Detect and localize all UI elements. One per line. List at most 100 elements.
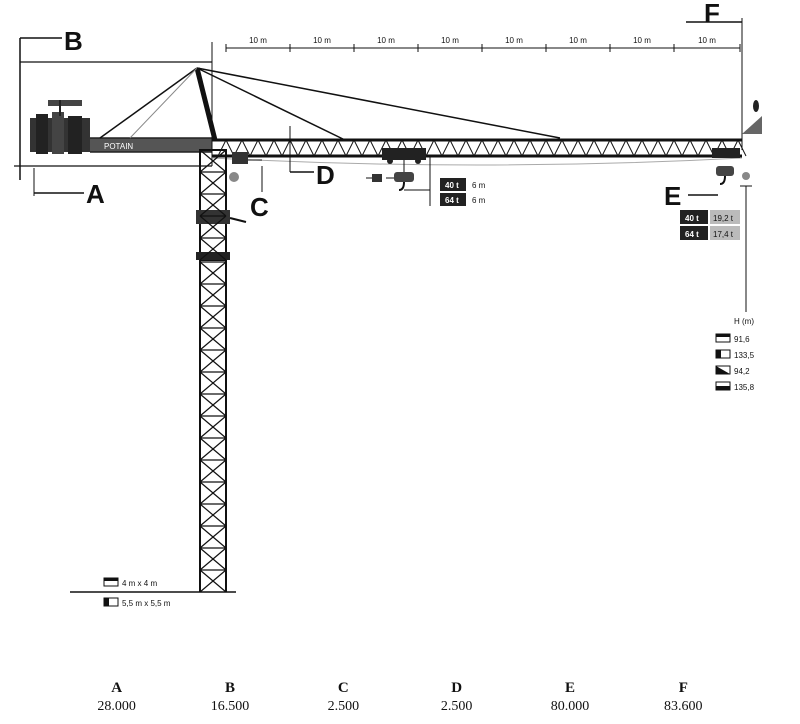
base-option: 4 m x 4 m (122, 579, 157, 588)
truss-brace (329, 139, 339, 157)
truss-brace (641, 139, 651, 157)
mast-brace (199, 503, 227, 527)
load-value: 40 t (685, 214, 699, 223)
truss-brace (473, 139, 483, 157)
truss-brace (513, 139, 523, 157)
truss-brace (569, 139, 579, 157)
mast-brace (199, 283, 227, 307)
dimension-key: D (451, 680, 463, 696)
truss-brace (281, 139, 291, 157)
mast-brace (199, 415, 227, 439)
counter-jib: POTAIN (30, 100, 212, 154)
mast-brace (199, 171, 227, 195)
truss-brace (353, 139, 363, 157)
truss-brace (289, 139, 299, 157)
capacity-value: 19,2 t (713, 214, 734, 223)
truss-brace (305, 139, 315, 157)
truss-brace (737, 139, 747, 157)
dimension-value: 80.000 (550, 699, 590, 714)
truss-brace (537, 139, 547, 157)
truss-brace (265, 139, 275, 157)
trolley-tip (712, 148, 740, 158)
dimension-col-a: A 28.000 (60, 678, 173, 716)
truss-brace (217, 139, 227, 157)
mast-brace (199, 547, 227, 571)
segment-label: 10 m (313, 36, 331, 45)
truss-brace (465, 139, 475, 157)
height-value: 133,5 (734, 351, 755, 360)
truss-brace (593, 139, 603, 157)
tower-mast (196, 149, 247, 593)
dimension-value: 2.500 (440, 699, 473, 714)
truss-brace (297, 139, 307, 157)
segment-label: 10 m (569, 36, 587, 45)
base-legend: 4 m x 4 m 5,5 m x 5,5 m (70, 577, 236, 608)
truss-brace (625, 139, 635, 157)
label-f: F (704, 0, 720, 28)
truss-brace (313, 139, 323, 157)
truss-brace (633, 139, 643, 157)
dimension-f: F (686, 0, 743, 150)
truss-brace (649, 139, 659, 157)
segment-label: 10 m (441, 36, 459, 45)
truss-brace (697, 139, 707, 157)
truss-brace (561, 139, 571, 157)
truss-brace (249, 139, 259, 157)
truss-brace (441, 139, 451, 157)
truss-brace (257, 139, 267, 157)
dimension-value: 28.000 (97, 699, 136, 714)
truss-brace (481, 139, 491, 157)
dimension-e: E (664, 166, 752, 312)
truss-brace (497, 139, 507, 157)
dimension-value: 83.600 (664, 699, 703, 714)
mast-brace (199, 193, 227, 217)
truss-brace (689, 139, 699, 157)
truss-brace (553, 139, 563, 157)
dimension-key: C (337, 680, 349, 696)
segment-label: 10 m (633, 36, 651, 45)
truss-brace (657, 139, 667, 157)
jib-truss (211, 138, 747, 166)
dimension-value: 2.500 (327, 699, 360, 714)
dimension-col-b: B 16.500 (173, 678, 286, 716)
segment-label: 10 m (505, 36, 523, 45)
label-e: E (664, 181, 681, 211)
truss-brace (521, 139, 531, 157)
label-b: B (64, 26, 83, 56)
truss-brace (673, 139, 683, 157)
label-c: C (250, 192, 269, 222)
truss-brace (457, 139, 467, 157)
dimension-value: 16.500 (210, 699, 250, 714)
mast-brace (199, 437, 227, 461)
mast-brace (199, 481, 227, 505)
load-distance: 6 m (472, 196, 486, 205)
height-legend: H (m) 91,6 133,5 94,2 135,8 (715, 317, 755, 392)
truss-brace (425, 139, 435, 157)
dimension-col-f: F 83.600 (627, 678, 740, 716)
dimension-d: D (289, 126, 335, 190)
dimension-key: F (678, 680, 688, 696)
truss-brace (489, 139, 499, 157)
truss-brace (601, 139, 611, 157)
segment-label: 10 m (377, 36, 395, 45)
dimension-b: B (19, 26, 212, 180)
truss-brace (321, 139, 331, 157)
height-value: 94,2 (734, 367, 750, 376)
load-distance: 6 m (472, 181, 486, 190)
label-a: A (86, 179, 105, 209)
capacity-value: 17,4 t (713, 230, 734, 239)
truss-brace (505, 139, 515, 157)
hook-near (366, 156, 431, 206)
dimension-table: A 28.000 B 16.500 C 2.500 D 2.500 E 80.0… (60, 678, 740, 716)
segment-ruler: 10 m 10 m 10 m 10 m 10 m 10 m 10 m 10 m (225, 36, 741, 52)
dimension-col-c: C 2.500 (287, 678, 400, 716)
dimension-a: A (33, 168, 105, 209)
load-table-tip: 40 t 64 t 19,2 t 17,4 t (680, 210, 740, 240)
mast-brace (199, 371, 227, 395)
truss-brace (585, 139, 595, 157)
truss-brace (433, 139, 443, 157)
truss-brace (369, 139, 379, 157)
truss-brace (681, 139, 691, 157)
mast-brace (199, 215, 227, 239)
